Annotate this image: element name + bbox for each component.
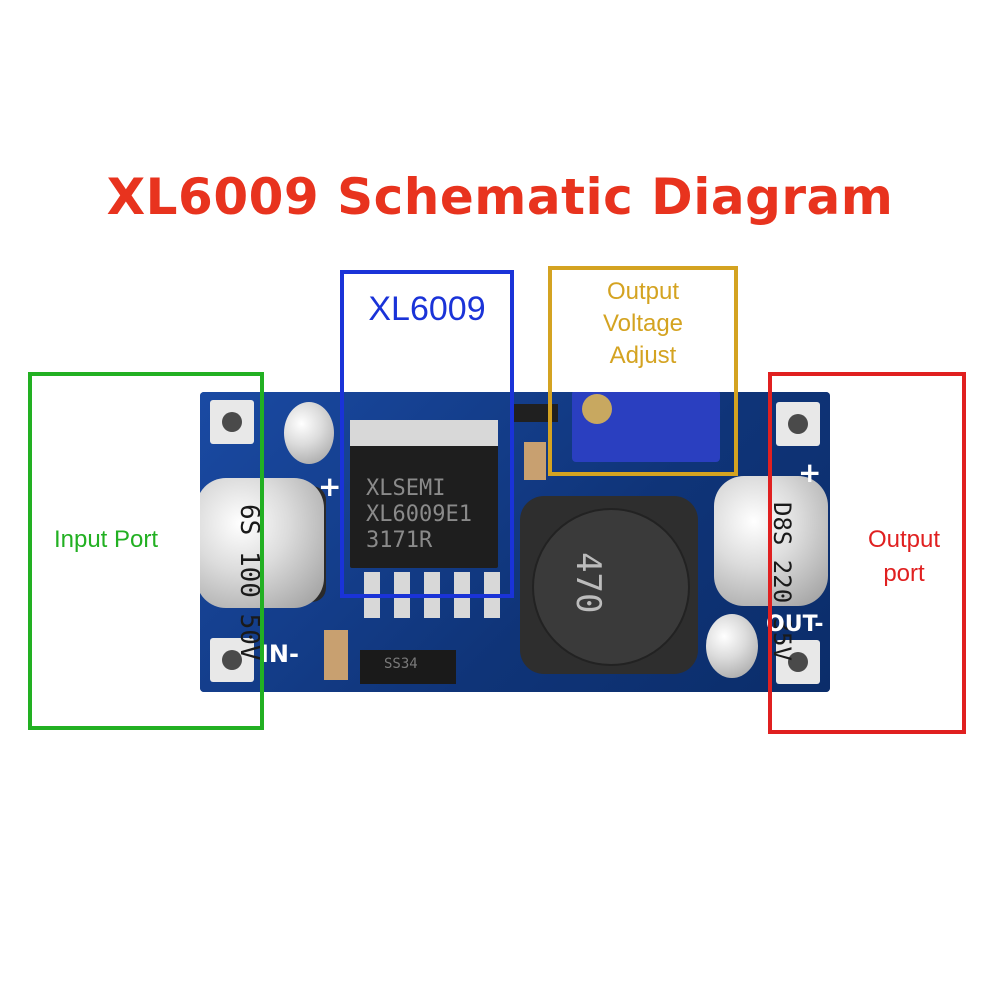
pad-output-plus [776,402,820,446]
diode-ss34: SS34 [360,650,456,684]
ic-marking-line-2: XL6009E1 [366,502,472,527]
input-port-box [28,372,264,730]
silk-out-minus: OUT- [766,612,824,637]
pot-screw [582,394,612,424]
smd-capacitor-middle [524,442,546,480]
adjust-label-line-1: Output [606,278,680,305]
small-capacitor-top-left [284,402,334,464]
inductor: 470 [520,496,698,674]
trim-potentiometer [572,392,720,462]
diagram-title: XL6009 Schematic Diagram [106,168,894,226]
output-port-box [768,372,966,734]
output-port-label-line-2: port [883,560,925,587]
ic-heat-tab [350,420,498,446]
input-port-label: Input Port [53,526,159,553]
smd-capacitor-left [324,630,348,680]
diode-marking: SS34 [384,656,418,672]
smd-resistor-top [514,404,558,422]
chip-label: XL6009 [368,290,486,328]
small-capacitor-bottom-right [706,614,758,678]
adjust-label-line-3: Adjust [609,342,677,369]
inductor-marking: 470 [568,552,608,614]
silk-in-minus: IN- [260,640,299,668]
pad-input-plus [210,400,254,444]
silk-plus-right: + [798,456,822,489]
pad-input-minus [210,638,254,682]
xl6009-ic: XLSEMI XL6009E1 3171R [350,420,498,568]
adjust-label-line-2: Voltage [602,310,684,337]
output-port-label-line-1: Output [867,526,941,553]
adjust-box [548,266,738,476]
inductor-ring [532,508,690,666]
ic-marking-line-1: XLSEMI [366,476,446,501]
pad-output-minus [776,640,820,684]
silk-plus-left: + [318,470,342,503]
pcb-board: 6S 100 50V + IN- XLSEMI XL6009E1 3171R S… [200,392,830,692]
chip-box [340,270,514,598]
ic-marking-line-3: 3171R [366,528,433,553]
